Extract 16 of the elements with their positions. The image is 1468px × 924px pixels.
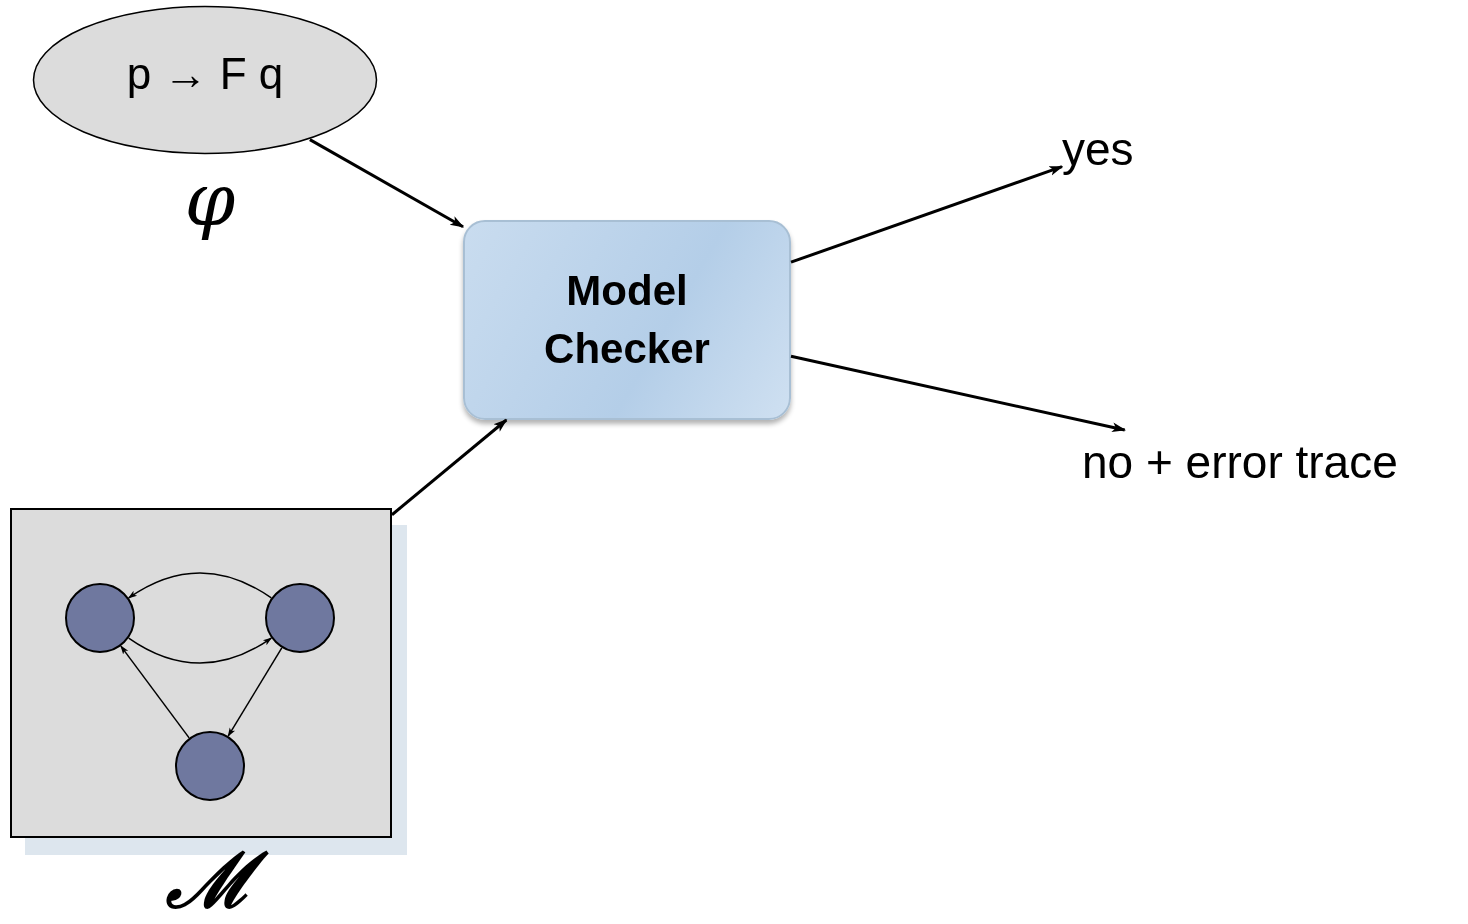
result-text: no + error trace [1082, 430, 1457, 494]
formula-ellipse [32, 5, 378, 155]
symbol-label: ℳ [130, 838, 290, 924]
arrow [127, 637, 273, 664]
arrow [127, 572, 273, 599]
result-text: yes [1062, 118, 1162, 180]
arrow [790, 354, 1127, 433]
symbol-label: φ [183, 157, 237, 244]
arrow [120, 645, 190, 739]
formula-text: p → F q [125, 49, 285, 99]
arrow [391, 418, 508, 516]
arrow [309, 138, 465, 229]
arrow [790, 165, 1064, 264]
model-panel [10, 508, 392, 838]
arrow [227, 647, 283, 737]
process-box: Model Checker [463, 220, 791, 420]
